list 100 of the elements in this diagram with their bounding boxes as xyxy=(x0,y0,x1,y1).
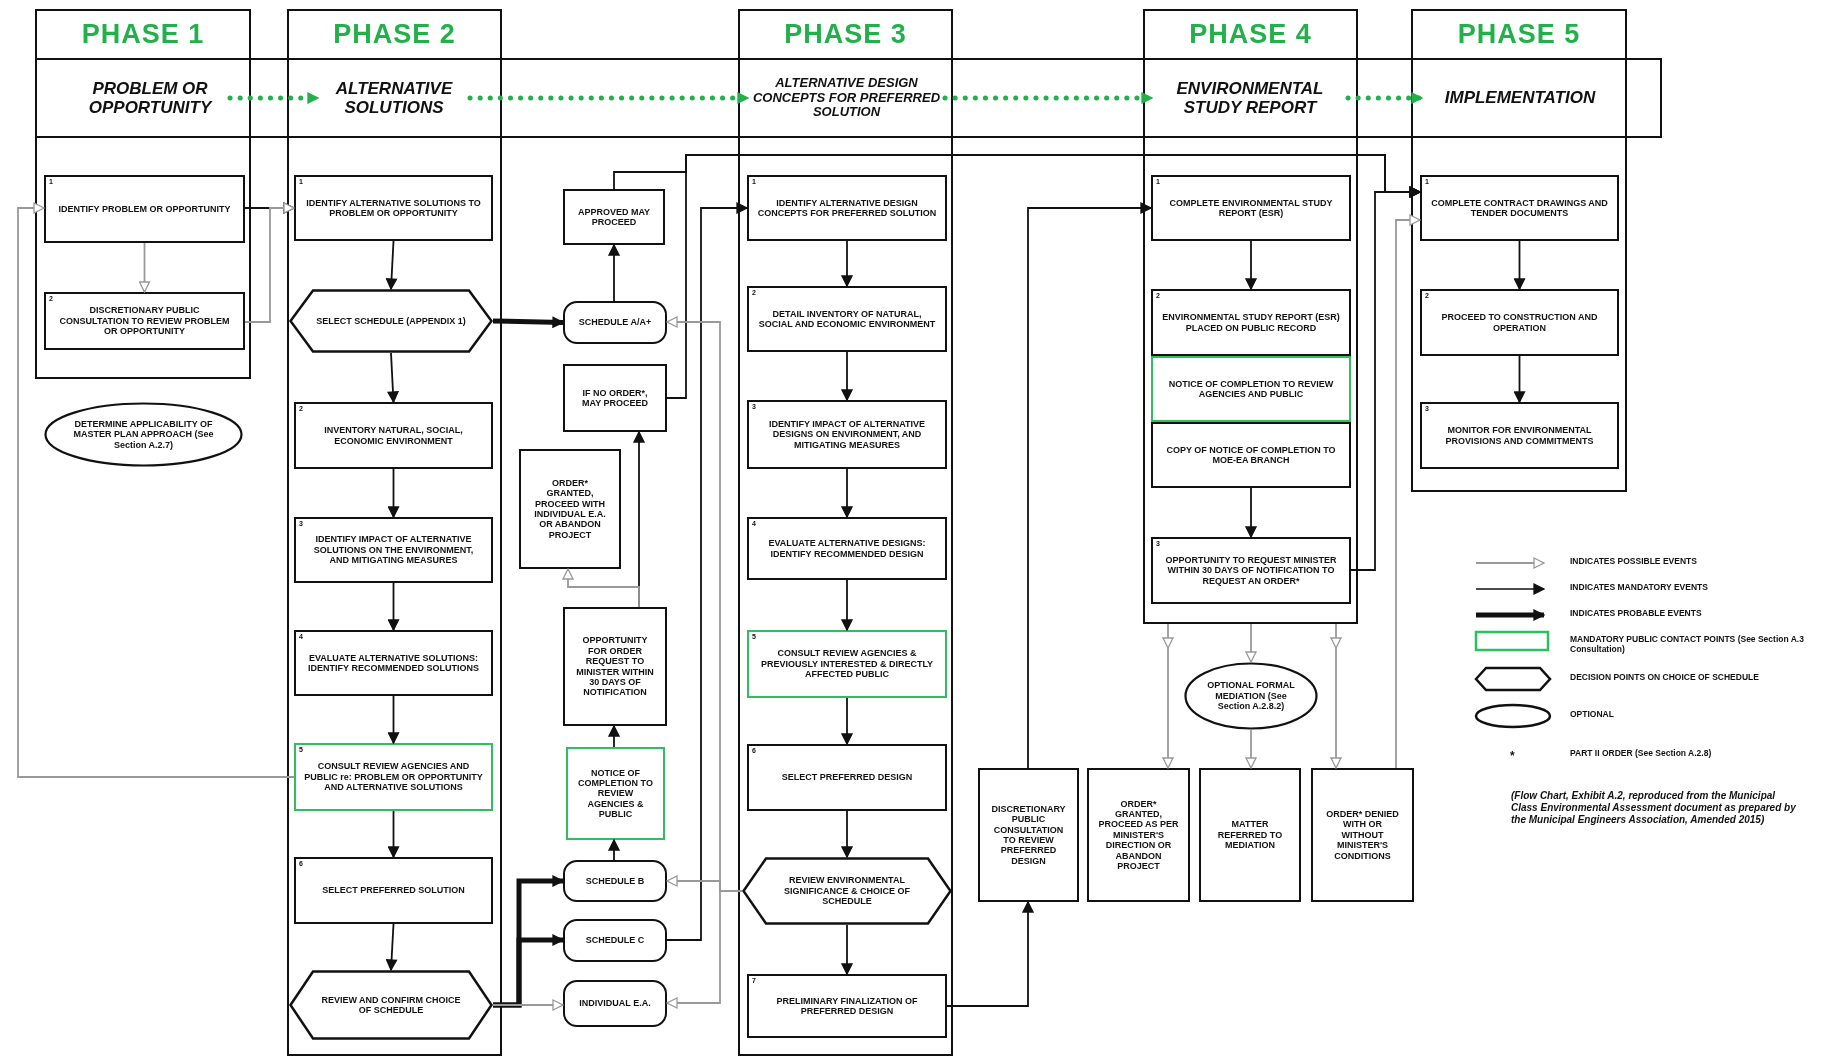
arrow xyxy=(1330,623,1342,769)
arrow xyxy=(608,244,620,302)
legend-text: PART II ORDER (See Section A.2.8) xyxy=(1570,749,1713,759)
arrow xyxy=(841,468,853,518)
step-text: ORDER* GRANTED, PROCEED AS PER MINISTER'S DIRECTION OR ABANDON PROJECT xyxy=(1097,798,1180,872)
step-text: IF NO ORDER*, MAY PROCEED xyxy=(581,387,649,409)
process-box xyxy=(519,449,621,569)
step-text: SELECT PREFERRED SOLUTION xyxy=(322,885,465,896)
arrow xyxy=(387,695,400,744)
process-box xyxy=(294,517,493,583)
arrow xyxy=(946,901,1034,1007)
step-text: ORDER* DENIED WITH OR WITHOUT MINISTER'S CONDITIONS xyxy=(1325,809,1400,861)
phase-column xyxy=(738,9,953,1056)
stage-label: IMPLEMENTATION xyxy=(1444,88,1596,108)
process-box xyxy=(1151,175,1351,241)
arrow xyxy=(841,810,853,858)
arrow xyxy=(492,999,564,1011)
schedule-box xyxy=(563,301,667,344)
step-text: SELECT SCHEDULE (APPENDIX 1) xyxy=(316,315,466,327)
step-text: DISCRETIONARY PUBLIC CONSULTATION TO REVIEW PREFERRED DESIGN xyxy=(990,803,1067,867)
public-contact-box xyxy=(294,743,493,811)
arrow xyxy=(1245,623,1257,663)
step-text: ENVIRONMENTAL STUDY REPORT (ESR) PLACED ON PUBLIC RECORD xyxy=(1161,312,1341,333)
phase-column xyxy=(1411,9,1627,492)
step-text: IDENTIFY PROBLEM OR OPPORTUNITY xyxy=(58,203,231,215)
step-text: IDENTIFY ALTERNATIVE SOLUTIONS TO PROBLEM OR OPPORTUNITY xyxy=(305,197,482,219)
arrow xyxy=(666,202,748,941)
source-note: (Flow Chart, Exhibit A.2, reproduced from the Municipal Class Environmental Assessment document as prepared by the Municipal Engineers Association, Amended 2015) xyxy=(1511,790,1797,826)
step-text: SCHEDULE A/A+ xyxy=(578,317,652,328)
arrow xyxy=(841,924,853,975)
schedule-box xyxy=(563,860,667,902)
schedule-box xyxy=(563,919,667,962)
step-text: MATTER REFERRED TO MEDIATION xyxy=(1216,819,1284,851)
process-box xyxy=(1199,768,1301,902)
arrow xyxy=(387,468,400,518)
stage-label: PROBLEM OR OPPORTUNITY xyxy=(87,78,214,118)
optional-ellipse xyxy=(1184,662,1318,730)
arrow xyxy=(841,240,853,287)
step-text: ORDER* GRANTED, PROCEED WITH INDIVIDUAL E.A. OR ABANDON PROJECT xyxy=(533,477,607,541)
arrow xyxy=(387,810,400,858)
dotted-arrow xyxy=(1345,92,1425,104)
step-text: OPTIONAL FORMAL MEDIATION (See Section A.2.8.2) xyxy=(1206,680,1296,712)
process-box xyxy=(44,175,245,243)
step-text: COMPLETE CONTRACT DRAWINGS AND TENDER DOCUMENTS xyxy=(1430,197,1609,219)
step-text: DETERMINE APPLICABILITY OF MASTER PLAN APPROACH (See Section A.2.7) xyxy=(72,419,215,450)
arrow xyxy=(1513,240,1526,290)
arrow xyxy=(562,568,640,608)
step-text: SCHEDULE C xyxy=(585,935,645,946)
step-text: COMPLETE ENVIRONMENTAL STUDY REPORT (ESR) xyxy=(1168,197,1334,219)
process-box xyxy=(1087,768,1190,902)
process-box xyxy=(294,857,493,924)
phase-heading: PHASE 5 xyxy=(1413,11,1625,60)
step-text: REVIEW ENVIRONMENTAL SIGNIFICANCE & CHOICE OF SCHEDULE xyxy=(783,875,911,907)
dotted-arrow xyxy=(467,92,751,104)
process-box xyxy=(294,175,493,241)
arrow xyxy=(841,579,853,631)
arrow xyxy=(387,352,399,403)
step-text: NOTICE OF COMPLETION TO REVIEW AGENCIES & PUBLIC xyxy=(577,767,654,820)
step-text: EVALUATE ALTERNATIVE SOLUTIONS: IDENTIFY RECOMMENDED SOLUTIONS xyxy=(307,652,480,674)
decision-hexagon xyxy=(289,970,493,1040)
arrow xyxy=(1027,202,1152,769)
process-box xyxy=(563,607,667,726)
phase-column xyxy=(287,9,502,1056)
step-text: OPPORTUNITY FOR ORDER REQUEST TO MINISTER WITHIN 30 DAYS OF NOTIFICATION xyxy=(575,635,655,698)
legend-text: INDICATES MANDATORY EVENTS xyxy=(1570,583,1709,593)
step-text: DISCRETIONARY PUBLIC CONSULTATION TO REVIEW PROBLEM OR OPPORTUNITY xyxy=(58,305,231,337)
optional-ellipse xyxy=(44,402,243,467)
arrow xyxy=(385,923,398,971)
process-box xyxy=(1151,537,1351,604)
arrow xyxy=(666,890,743,1009)
process-box xyxy=(563,189,665,245)
dotted-arrow xyxy=(227,92,321,104)
step-text: EVALUATE ALTERNATIVE DESIGNS: IDENTIFY RECOMMENDED DESIGN xyxy=(767,538,927,559)
step-text: REVIEW AND CONFIRM CHOICE OF SCHEDULE xyxy=(320,994,462,1016)
step-text: OPPORTUNITY TO REQUEST MINISTER WITHIN 30 DAYS OF NOTIFICATION TO REQUEST AN ORDER* xyxy=(1164,555,1338,586)
arrow xyxy=(1162,623,1174,769)
step-text: NOTICE OF COMPLETION TO REVIEW AGENCIES AND PUBLIC xyxy=(1167,378,1335,400)
arrow xyxy=(1245,487,1257,538)
arrow xyxy=(1245,240,1257,290)
process-box xyxy=(294,402,493,469)
step-text: IDENTIFY ALTERNATIVE DESIGN CONCEPTS FOR PREFERRED SOLUTION xyxy=(757,197,937,219)
step-text: APPROVED MAY PROCEED xyxy=(576,206,652,228)
arrow xyxy=(608,725,620,748)
phase-column xyxy=(35,9,251,379)
phase-heading: PHASE 1 xyxy=(37,11,249,60)
legend-text: INDICATES PROBABLE EVENTS xyxy=(1570,609,1703,619)
step-text: COPY OF NOTICE OF COMPLETION TO MOE-EA BRANCH xyxy=(1165,444,1337,466)
step-text: DETAIL INVENTORY OF NATURAL, SOCIAL AND ECONOMIC ENVIRONMENT xyxy=(757,308,937,330)
dotted-arrow xyxy=(942,92,1155,104)
phase-heading: PHASE 2 xyxy=(289,11,500,60)
legend-text: DECISION POINTS ON CHOICE OF SCHEDULE xyxy=(1570,673,1760,683)
arrow xyxy=(841,351,853,401)
thick-arrow xyxy=(492,316,564,328)
process-box xyxy=(747,974,947,1038)
phase-heading: PHASE 3 xyxy=(740,11,951,60)
schedule-box xyxy=(563,980,667,1027)
process-box xyxy=(978,768,1079,902)
arrow xyxy=(1395,214,1421,769)
stage-label: ALTERNATIVE SOLUTIONS xyxy=(334,78,454,118)
process-box xyxy=(747,744,947,811)
